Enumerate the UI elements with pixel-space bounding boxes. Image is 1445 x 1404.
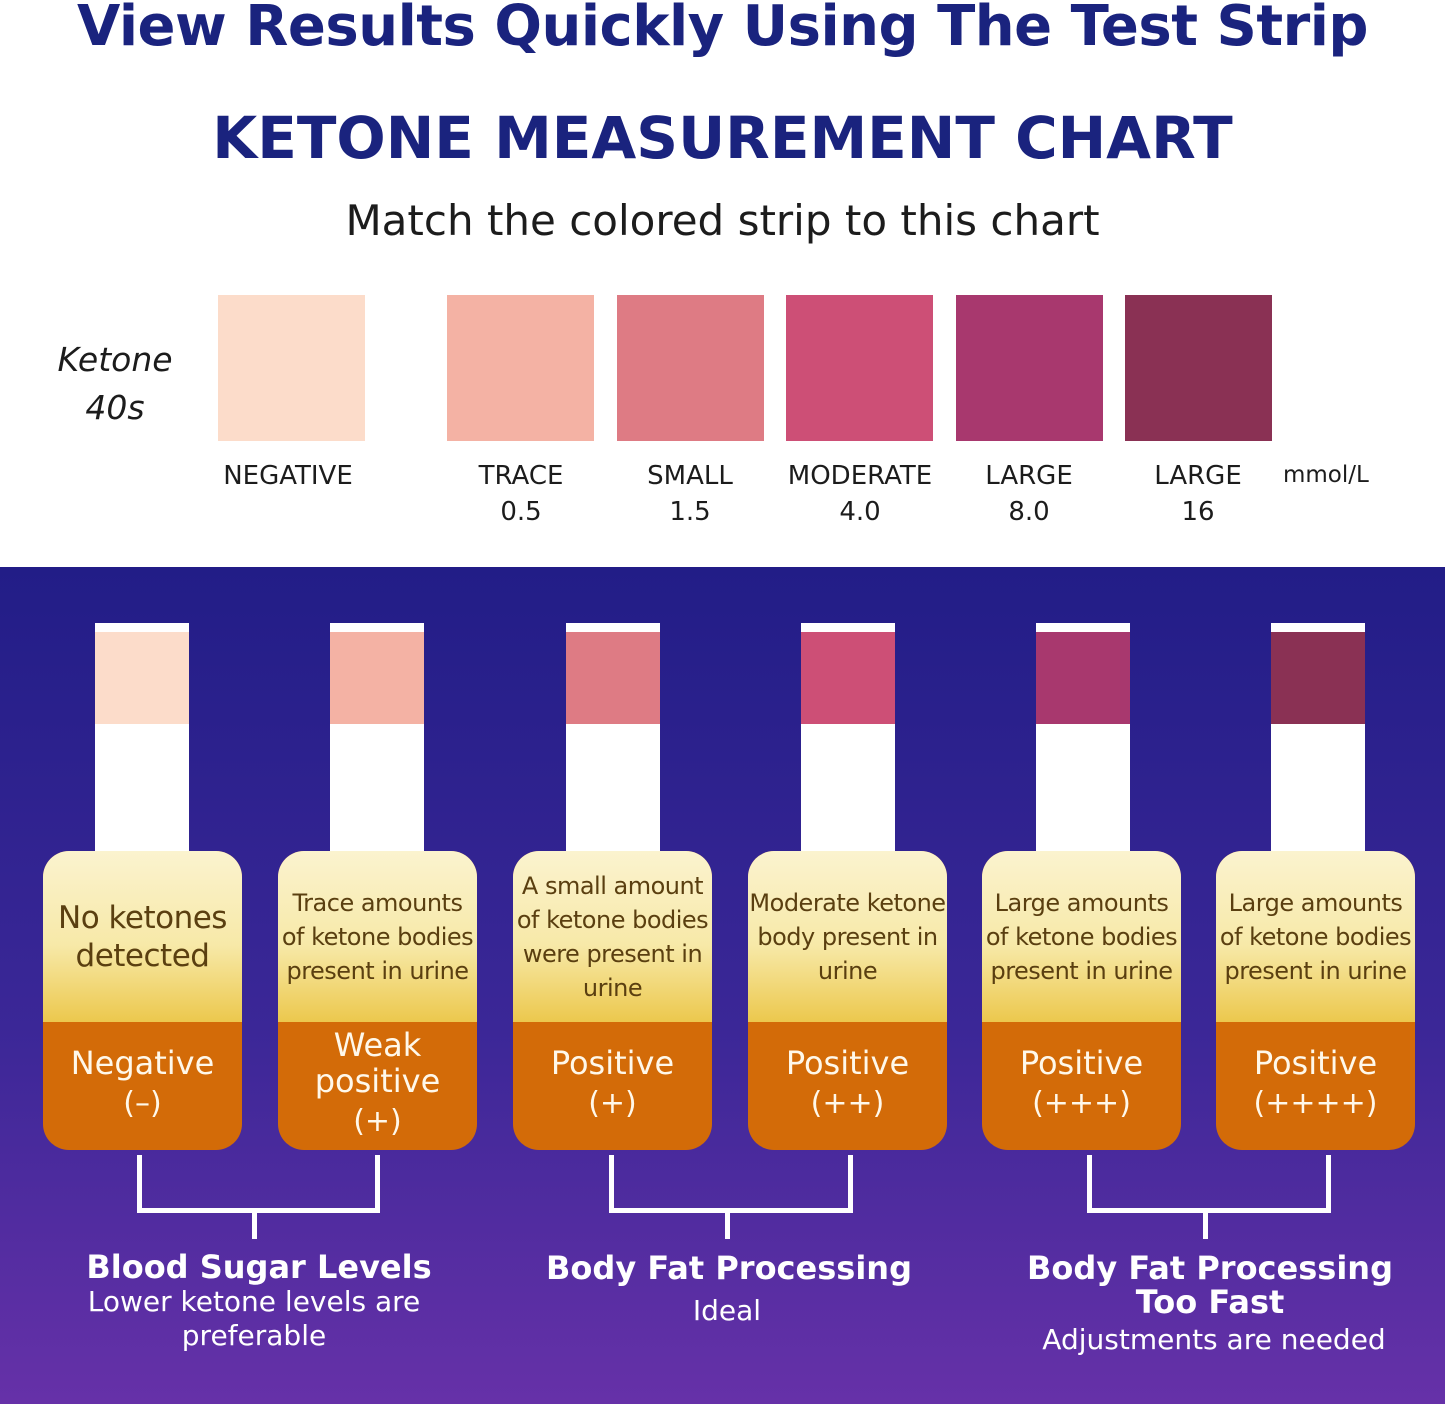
test-strip xyxy=(95,623,189,863)
test-strip xyxy=(1036,623,1130,863)
group-title-fat-processing: Body Fat Processing xyxy=(546,1249,912,1287)
strip-pad xyxy=(566,632,660,724)
result-symbol: (+++) xyxy=(1032,1086,1131,1121)
unit-label: mmol/L xyxy=(1283,462,1369,488)
swatch-label-small: SMALL 1.5 xyxy=(590,458,790,530)
result-status: Positive xyxy=(550,1044,675,1082)
swatch-level: LARGE xyxy=(985,461,1073,491)
result-card-weak-positive: Trace amounts of ketone bodies present i… xyxy=(278,851,477,1150)
result-card-positive-3: Large amounts of ketone bodies present i… xyxy=(982,851,1181,1150)
bracket-stem xyxy=(1203,1211,1208,1239)
test-strip xyxy=(1271,623,1365,863)
bracket-group-2 xyxy=(609,1155,853,1213)
swatch-value: 8.0 xyxy=(1008,497,1050,527)
swatch-value: 1.5 xyxy=(669,497,711,527)
strip-pad xyxy=(330,632,424,724)
result-status: Positive xyxy=(1019,1044,1144,1082)
group-desc-too-fast: Adjustments are needed xyxy=(1042,1323,1386,1356)
group-title-too-fast: Body Fat Processing Too Fast xyxy=(1027,1249,1393,1321)
result-status-block: Positive (++++) xyxy=(1216,1022,1415,1150)
headline: View Results Quickly Using The Test Stri… xyxy=(77,0,1369,59)
result-card-positive-4: Large amounts of ketone bodies present i… xyxy=(1216,851,1415,1150)
swatch-label-large-16: LARGE 16 xyxy=(1098,458,1298,530)
chart-title: KETONE MEASUREMENT CHART xyxy=(212,104,1233,172)
result-description: Large amounts of ketone bodies present i… xyxy=(1216,851,1415,1022)
strip-pad xyxy=(1271,632,1365,724)
strip-pad xyxy=(1036,632,1130,724)
chart-subtitle: Match the colored strip to this chart xyxy=(345,196,1100,245)
result-status-block: Positive (+++) xyxy=(982,1022,1181,1150)
result-description: No ketones detected xyxy=(43,851,242,1022)
result-status: Weak positive xyxy=(314,1026,441,1100)
swatch-level: LARGE xyxy=(1154,461,1242,491)
swatch-label-negative: NEGATIVE xyxy=(188,458,388,494)
result-card-positive-2: Moderate ketone body present in urine Po… xyxy=(748,851,947,1150)
test-strip xyxy=(801,623,895,863)
swatch-label-moderate: MODERATE 4.0 xyxy=(760,458,960,530)
result-status-block: Positive (++) xyxy=(748,1022,947,1150)
bracket-stem xyxy=(725,1211,730,1239)
group-desc-fat-processing: Ideal xyxy=(692,1294,762,1327)
swatch-level: TRACE xyxy=(478,461,564,491)
group-title-blood-sugar: Blood Sugar Levels xyxy=(86,1248,432,1286)
result-card-negative: No ketones detected Negative (–) xyxy=(43,851,242,1150)
result-card-positive-1: A small amount of ketone bodies were pre… xyxy=(513,851,712,1150)
swatch-moderate xyxy=(786,295,933,441)
group-desc-blood-sugar: Lower ketone levels are preferable xyxy=(87,1285,421,1352)
swatch-label-trace: TRACE 0.5 xyxy=(421,458,621,530)
result-description: Moderate ketone body present in urine xyxy=(748,851,947,1022)
test-strip xyxy=(566,623,660,863)
result-symbol: (++) xyxy=(810,1086,885,1121)
swatch-large-16 xyxy=(1125,295,1272,441)
swatch-label-large-8: LARGE 8.0 xyxy=(929,458,1129,530)
swatch-small xyxy=(617,295,764,441)
result-symbol: (+) xyxy=(588,1086,637,1121)
result-status-block: Weak positive (+) xyxy=(278,1022,477,1150)
swatch-large-8 xyxy=(956,295,1103,441)
bracket-group-1 xyxy=(137,1155,380,1213)
row-label: Ketone 40s xyxy=(40,336,190,432)
result-status: Positive xyxy=(785,1044,910,1082)
strip-pad xyxy=(801,632,895,724)
swatch-value: 4.0 xyxy=(839,497,881,527)
result-status: Positive xyxy=(1253,1044,1378,1082)
result-symbol: (+) xyxy=(353,1104,402,1139)
bracket-group-3 xyxy=(1087,1155,1331,1213)
result-symbol: (++++) xyxy=(1253,1086,1378,1121)
result-description: Large amounts of ketone bodies present i… xyxy=(982,851,1181,1022)
swatch-trace xyxy=(447,295,594,441)
swatch-negative xyxy=(218,295,365,441)
result-description: Trace amounts of ketone bodies present i… xyxy=(278,851,477,1022)
result-status-block: Positive (+) xyxy=(513,1022,712,1150)
row-label-line2: 40s xyxy=(85,388,145,427)
row-label-line1: Ketone xyxy=(57,340,173,379)
strip-pad xyxy=(95,632,189,724)
result-status-block: Negative (–) xyxy=(43,1022,242,1150)
result-description: A small amount of ketone bodies were pre… xyxy=(513,851,712,1022)
result-status: Negative xyxy=(70,1044,215,1082)
swatch-level: MODERATE xyxy=(787,461,933,491)
swatch-value: 16 xyxy=(1181,497,1215,527)
result-symbol: (–) xyxy=(123,1086,162,1121)
swatch-level: NEGATIVE xyxy=(223,461,353,491)
swatch-value: 0.5 xyxy=(500,497,542,527)
test-strip xyxy=(330,623,424,863)
bracket-stem xyxy=(252,1211,257,1239)
swatch-level: SMALL xyxy=(647,461,733,491)
